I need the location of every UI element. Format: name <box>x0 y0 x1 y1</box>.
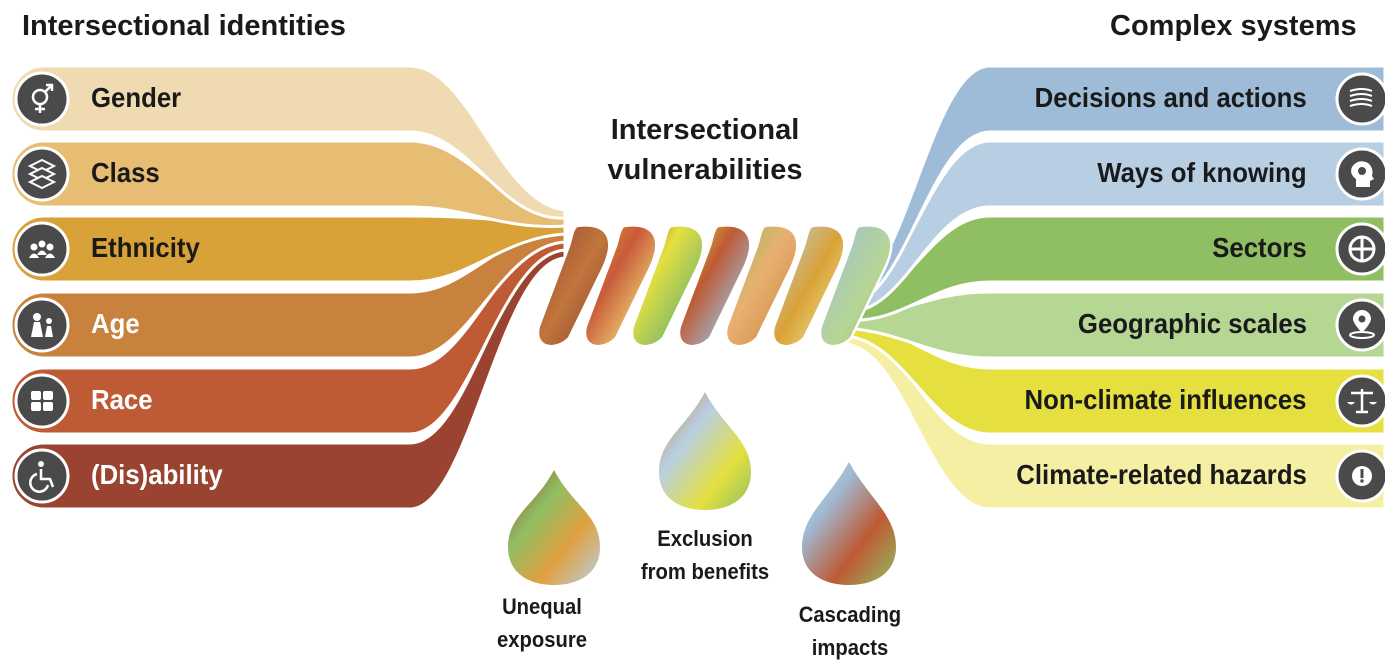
twist-strand-3 <box>630 224 705 348</box>
twist-strand-6 <box>771 224 846 348</box>
system-label: Sectors <box>1212 232 1307 263</box>
twist-strand-4 <box>677 224 752 348</box>
flow-arrows-icon <box>1335 72 1385 126</box>
quadrant-circle-icon <box>1335 222 1385 276</box>
drop-label-line2: from benefits <box>640 559 770 584</box>
identity-label: Class <box>91 157 160 188</box>
drop-3 <box>802 462 896 585</box>
drop-label-line2: impacts <box>811 635 889 660</box>
center-heading-line2: vulnerabilities <box>607 154 803 186</box>
drop-2 <box>659 392 751 510</box>
hands-icon <box>14 373 70 429</box>
age-family-icon <box>14 297 70 353</box>
left-heading: Intersectional identities <box>22 10 346 42</box>
hazard-alert-icon <box>1335 449 1385 503</box>
identity-label: Age <box>91 308 140 339</box>
head-gear-icon <box>1335 147 1385 201</box>
drop-label-line2: exposure <box>496 627 587 652</box>
scales-icon <box>1335 374 1385 428</box>
twist-strand-1 <box>536 224 611 348</box>
drop-1 <box>508 470 600 585</box>
system-label: Non-climate influences <box>1025 384 1307 415</box>
gender-icon <box>14 71 70 127</box>
identity-label: (Dis)ability <box>91 459 223 490</box>
system-label: Decisions and actions <box>1035 82 1307 113</box>
system-label: Ways of knowing <box>1097 157 1307 188</box>
layers-icon <box>14 146 70 202</box>
identity-label: Gender <box>91 82 182 113</box>
drop-label-exclusion-from-benefits: Exclusion from benefits <box>636 522 774 588</box>
drop-label-line1: Exclusion <box>657 526 753 551</box>
identity-label: Race <box>91 384 153 415</box>
center-heading-line1: Intersectional <box>610 114 800 146</box>
people-group-icon <box>14 221 70 277</box>
right-heading: Complex systems <box>1110 10 1357 42</box>
twist-strand-7 <box>818 224 893 348</box>
identity-label: Ethnicity <box>91 232 200 263</box>
drop-label-line1: Unequal <box>502 594 582 619</box>
identity-band-1 <box>9 64 567 220</box>
drop-label-line1: Cascading <box>798 602 902 627</box>
drop-label-cascading-impacts: Cascading impacts <box>790 598 910 664</box>
system-label: Climate-related hazards <box>1016 459 1307 490</box>
center-heading: Intersectional vulnerabilities <box>560 110 850 190</box>
map-pin-icon <box>1335 298 1385 352</box>
drop-label-unequal-exposure: Unequal exposure <box>487 590 597 656</box>
twist-strand-2 <box>583 224 658 348</box>
wheelchair-icon <box>14 448 70 504</box>
system-label: Geographic scales <box>1077 308 1307 339</box>
twist-strand-5 <box>724 224 799 348</box>
